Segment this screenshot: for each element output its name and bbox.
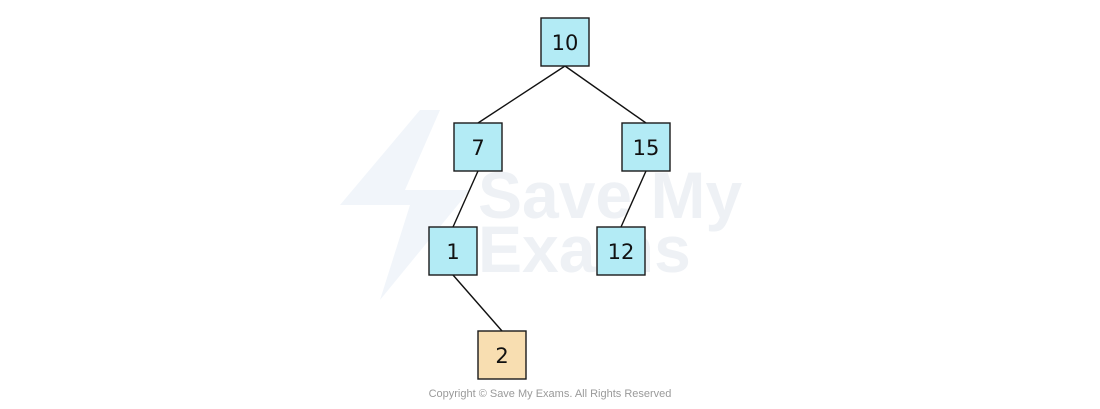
tree-node-box xyxy=(596,226,646,276)
tree-node-7: 7 xyxy=(453,122,503,172)
tree-node-box xyxy=(540,17,590,67)
tree-edge-n15-n12 xyxy=(620,170,647,228)
copyright-notice: Copyright © Save My Exams. All Rights Re… xyxy=(428,388,672,400)
watermark-logo-bolt xyxy=(340,110,470,300)
tree-node-label: 7 xyxy=(471,136,484,160)
tree-node-box xyxy=(477,330,527,380)
tree-edges xyxy=(452,65,647,332)
tree-node-2: 2 xyxy=(477,330,527,380)
tree-node-15: 15 xyxy=(621,122,671,172)
tree-node-10: 10 xyxy=(540,17,590,67)
tree-node-12: 12 xyxy=(596,226,646,276)
tree-edge-n10-n15 xyxy=(564,65,647,124)
tree-node-label: 15 xyxy=(633,136,660,160)
tree-node-label: 12 xyxy=(608,240,635,264)
tree-node-box xyxy=(428,226,478,276)
tree-node-1: 1 xyxy=(428,226,478,276)
tree-node-label: 2 xyxy=(495,344,508,368)
tree-edge-n10-n7 xyxy=(477,65,566,124)
tree-edge-n1-n2 xyxy=(452,274,503,332)
watermark: Save My Exams xyxy=(340,110,742,300)
tree-node-label: 1 xyxy=(446,240,459,264)
watermark-line-1: Save My xyxy=(478,158,742,232)
tree-node-label: 10 xyxy=(552,31,579,55)
watermark-line-2: Exams xyxy=(478,212,691,286)
tree-nodes: 10 7 15 1 12 2 xyxy=(428,17,671,380)
tree-node-box xyxy=(621,122,671,172)
tree-node-box xyxy=(453,122,503,172)
tree-edge-n7-n1 xyxy=(452,170,479,228)
